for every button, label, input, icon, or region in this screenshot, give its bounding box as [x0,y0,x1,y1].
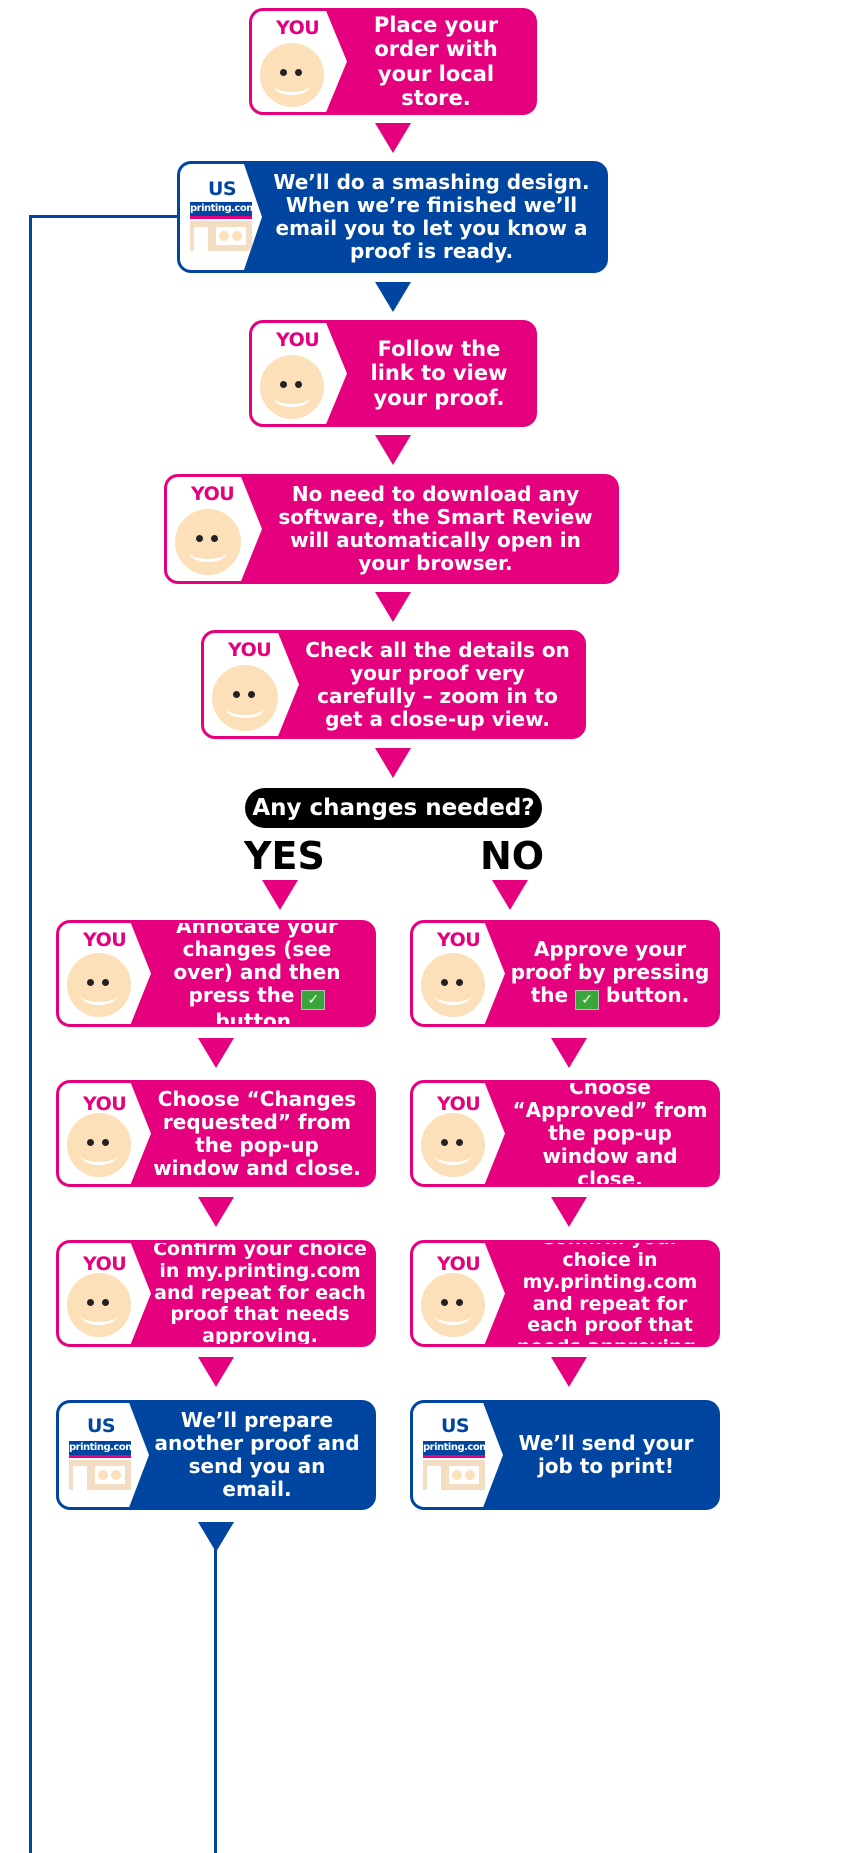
step-text: We’ll prepare another proof and send you… [154,1408,360,1501]
us-tab: US printing.com [59,1403,149,1507]
step-no-download: YOU No need to download any software, th… [164,474,619,584]
step-design-proof: US printing.com We’ll do a smashing desi… [177,161,608,273]
no-step-approve: YOU Approve your proof by pressing the ✓… [410,920,720,1027]
us-label: US [208,178,237,200]
approve-tick-icon: ✓ [575,989,600,1010]
arrow-down [198,1197,234,1227]
you-label: YOU [437,1253,481,1275]
you-label: YOU [437,1093,481,1115]
you-tab: YOU [204,633,299,736]
you-label: YOU [83,1093,127,1115]
you-label: YOU [276,17,320,39]
you-face-icon [260,355,324,419]
us-tab: US printing.com [180,164,262,270]
step-text: Confirm your choice in my.printing.com a… [153,1240,367,1347]
arrow-down [551,1197,587,1227]
arrow-down [198,1038,234,1068]
yes-step-changes-requested: YOU Choose “Changes requested” from the … [56,1080,376,1187]
yes-step-new-proof: US printing.com We’ll prepare another pr… [56,1400,376,1510]
yes-step-confirm: YOU Confirm your choice in my.printing.c… [56,1240,376,1347]
you-label: YOU [83,1253,127,1275]
you-face-icon [421,1273,485,1337]
step-text: We’ll do a smashing design. When we’re f… [273,170,590,263]
you-tab: YOU [252,323,347,424]
you-face-icon [67,1273,131,1337]
arrow-down [375,123,411,153]
step-text: Choose “Changes requested” from the pop-… [153,1086,361,1180]
us-tab: US printing.com [413,1403,503,1507]
yes-step-annotate: YOU Annotate your changes (see over) and… [56,920,376,1027]
loop-line-vertical [29,215,32,1853]
arrow-down [262,880,298,910]
you-face-icon [212,665,278,731]
you-tab: YOU [413,1083,505,1184]
you-label: YOU [228,639,272,661]
you-tab: YOU [413,1243,505,1344]
you-face-icon [67,1113,131,1177]
printing-logo-icon: printing.com [423,1441,490,1490]
step-text: Approve your proof by pressing the ✓ but… [510,936,710,1010]
you-label: YOU [437,929,481,951]
arrow-down [375,748,411,778]
step-place-order: YOU Place your order with your local sto… [249,8,537,115]
printing-logo-icon: printing.com [69,1441,136,1490]
you-tab: YOU [59,1243,151,1344]
step-text: Check all the details on your proof very… [305,637,570,731]
step-follow-link: YOU Follow the link to view your proof. [249,320,537,427]
you-tab: YOU [59,923,151,1024]
you-face-icon [260,43,324,107]
loop-line-top [29,215,181,218]
no-step-approved: YOU Choose “Approved” from the pop-up wi… [410,1080,720,1187]
branch-no-label: NO [480,834,545,878]
printing-logo-icon: printing.com [190,202,257,251]
step-text: Annotate your changes (see over) and the… [173,920,341,1027]
us-label: US [87,1415,116,1437]
approve-tick-icon: ✓ [301,989,326,1010]
arrow-down [375,282,411,312]
step-text: No need to download any software, the Sm… [278,482,593,575]
step-text: Choose “Approved” from the pop-up window… [512,1080,708,1187]
arrow-down [375,435,411,465]
us-label: US [441,1415,470,1437]
you-tab: YOU [413,923,505,1024]
arrow-down [492,880,528,910]
arrow-down [375,592,411,622]
arrow-down [551,1357,587,1387]
step-text: Place your order with your local store. [373,13,499,110]
loop-line-bottom-stub [214,1540,217,1853]
step-check-details: YOU Check all the details on your proof … [201,630,586,739]
you-tab: YOU [167,477,262,581]
you-label: YOU [191,483,235,505]
you-label: YOU [83,929,127,951]
you-face-icon [67,953,131,1017]
you-face-icon [175,509,241,575]
step-text: Confirm your choice in my.printing.com a… [517,1243,704,1344]
step-text: We’ll send your job to print! [518,1431,694,1478]
arrow-down [198,1357,234,1387]
step-text: Follow the link to view your proof. [370,337,508,410]
branch-yes-label: YES [244,834,325,878]
decision-question: Any changes needed? [245,788,542,828]
arrow-down [198,1522,234,1552]
you-tab: YOU [252,11,347,112]
no-step-confirm: YOU Confirm your choice in my.printing.c… [410,1240,720,1347]
no-step-send-to-print: US printing.com We’ll send your job to p… [410,1400,720,1510]
arrow-down [551,1038,587,1068]
you-tab: YOU [59,1083,151,1184]
you-label: YOU [276,329,320,351]
you-face-icon [421,1113,485,1177]
you-face-icon [421,953,485,1017]
